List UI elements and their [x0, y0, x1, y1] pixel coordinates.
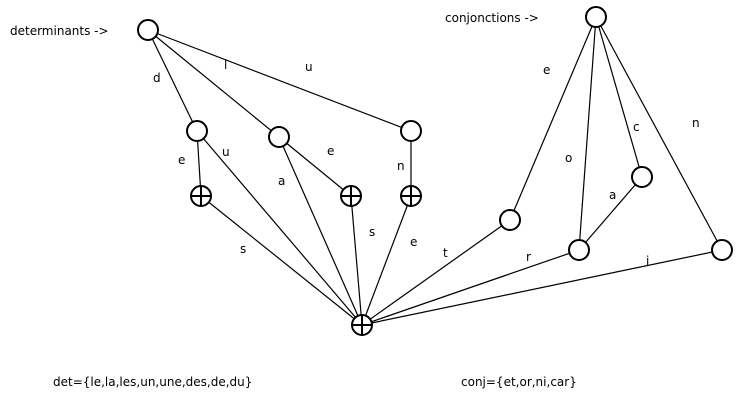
edge-label-e-left: e: [178, 153, 186, 167]
edge-l: [147, 29, 280, 138]
edge-label-l: l: [224, 58, 228, 72]
edge-e-low: [361, 195, 412, 326]
state-u: [400, 120, 422, 142]
edge-c: [595, 16, 643, 178]
state-conj-start: [585, 6, 607, 28]
edge-r: [361, 249, 580, 326]
edge-label-d: d: [153, 71, 161, 85]
edge-o: [578, 16, 597, 251]
edge-i: [361, 249, 723, 326]
edge-label-e-mid: e: [327, 144, 335, 158]
edge-u-top: [147, 29, 412, 132]
edge-s-mid: [350, 195, 363, 326]
determinants-label: determinants ->: [10, 24, 109, 38]
edge-label-s-left: s: [240, 242, 247, 256]
edge-e-mid: [278, 136, 352, 197]
edge-t: [361, 219, 511, 326]
state-c: [631, 166, 653, 188]
edge-label-i: i: [646, 254, 650, 268]
nodes: [137, 6, 733, 261]
state-final: [351, 314, 373, 336]
edge-label-u-top: u: [305, 60, 313, 74]
edge-label-a-right: a: [609, 188, 617, 202]
det-set-label: det={le,la,les,un,une,des,de,du}: [53, 375, 253, 389]
edge-a-right: [578, 176, 643, 251]
state-n: [711, 239, 733, 261]
conj-set-label: conj={et,or,ni,car}: [461, 375, 577, 389]
state-o: [568, 239, 590, 261]
edge-label-e-right: e: [543, 63, 551, 77]
edge-e-right: [509, 16, 597, 221]
state-d: [186, 120, 208, 142]
edge-d: [147, 29, 198, 132]
edge-label-r: r: [526, 250, 531, 264]
edge-label-e-low: e: [410, 235, 418, 249]
state-e: [499, 209, 521, 231]
edge-s-left: [200, 195, 363, 326]
conjonctions-label: conjonctions ->: [445, 11, 539, 25]
state-de-final: [190, 185, 212, 207]
edge-label-n-left: n: [397, 159, 405, 173]
edge-label-a-left: a: [278, 174, 286, 188]
edge-label-t: t: [443, 246, 448, 260]
edge-label-u-mid: u: [222, 145, 230, 159]
state-le-final: [340, 185, 362, 207]
edge-n-right: [595, 16, 723, 251]
edges: [147, 16, 723, 326]
state-un-final: [400, 185, 422, 207]
accepting-states: [190, 185, 422, 336]
state-l: [268, 126, 290, 148]
state-det-start: [137, 19, 159, 41]
edge-u-mid: [196, 130, 363, 326]
edge-label-o: o: [565, 151, 573, 165]
edge-a-left: [278, 136, 363, 326]
edge-label-n-right: n: [692, 116, 700, 130]
edge-label-s-mid: s: [369, 225, 376, 239]
edge-label-c: c: [633, 120, 640, 134]
